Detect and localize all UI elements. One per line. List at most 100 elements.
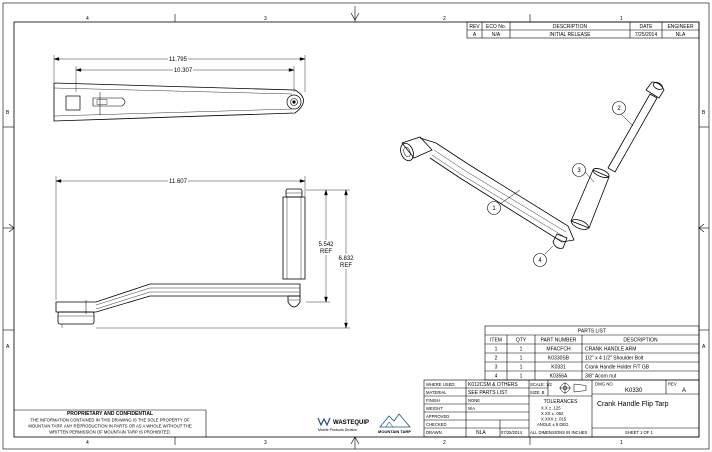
- parts-list-title: PARTS LIST: [578, 329, 606, 335]
- top-view: [53, 82, 304, 122]
- tb-title: Crank Handle Flip Tarp: [597, 401, 669, 408]
- tb-dwg-no-label: DWG NO.: [595, 382, 614, 387]
- dim-height-2-ref: REF: [340, 263, 352, 269]
- svg-text:1: 1: [492, 206, 496, 212]
- rev-header-engineer: ENGINEER: [667, 24, 694, 30]
- zone-top-3: 2: [443, 16, 446, 22]
- wastequip-logo: WASTEQUIP Mobile Products Division: [317, 417, 369, 432]
- zone-top-2: 3: [264, 16, 267, 22]
- tb-tolerance-3: X.XXX ± .015: [541, 417, 567, 422]
- svg-text:1: 1: [495, 347, 498, 353]
- svg-text:2: 2: [495, 356, 498, 362]
- svg-text:3: 3: [577, 168, 581, 174]
- tb-where-used: K012CSM & OTHERS: [468, 382, 518, 388]
- tb-sheet: SHEET 1 OF 1: [625, 430, 654, 435]
- svg-text:1: 1: [520, 374, 523, 380]
- svg-text:1: 1: [520, 356, 523, 362]
- zone-left-b: B: [6, 110, 10, 116]
- tb-rev-label: REV: [668, 382, 677, 387]
- svg-text:2: 2: [617, 106, 621, 112]
- dim-top-inner: 10.307: [174, 68, 193, 74]
- table-row: 2 1 K0330SB 1/2" x 4 1/2" Shoulder Bolt: [495, 356, 644, 362]
- title-block: WHERE USED: K012CSM & OTHERS MATERIAL SE…: [423, 379, 700, 438]
- svg-text:1: 1: [520, 365, 523, 371]
- balloon-leaders: [499, 111, 634, 255]
- proprietary-line-2: MOUNTAIN TARP. ANY REPRODUCTION IN PARTS…: [28, 424, 192, 429]
- proprietary-heading: PROPRIETARY AND CONFIDENTIAL: [67, 411, 153, 417]
- wastequip-subtitle: Mobile Products Division: [318, 428, 357, 432]
- svg-text:4: 4: [495, 374, 498, 380]
- svg-text:Crank Handle Holder F/T GB: Crank Handle Holder F/T GB: [585, 365, 650, 371]
- zone-top-1: 4: [86, 16, 89, 22]
- tb-material: SEE PARTS LIST: [468, 390, 508, 396]
- dim-height-2: 6.832: [338, 256, 354, 262]
- parts-header-part-number: PART NUMBER: [541, 338, 577, 344]
- parts-header-qty: QTY: [516, 338, 527, 344]
- wastequip-wordmark: WASTEQUIP: [333, 420, 369, 426]
- table-row: 1 1 MFACFCH CRANK HANDLE ARM: [495, 347, 637, 353]
- table-row: 4 1 K0356A 3/8" Acorn nut: [495, 374, 617, 380]
- zone-bottom-4: 1: [620, 440, 623, 446]
- tb-size: SIZE: B: [530, 390, 545, 395]
- svg-text:1: 1: [520, 347, 523, 353]
- tb-where-used-label: WHERE USED:: [426, 382, 456, 387]
- svg-text:CRANK HANDLE ARM: CRANK HANDLE ARM: [585, 347, 636, 353]
- isometric-view: [400, 81, 665, 249]
- svg-text:K0331: K0331: [551, 365, 566, 371]
- zone-ticks: [3, 14, 709, 445]
- rev-header-rev: REV: [469, 24, 480, 30]
- tb-scale: SCALE: 1/2: [530, 382, 553, 387]
- dim-height-1-ref: REF: [320, 249, 332, 255]
- dim-top-overall: 11.795: [169, 57, 188, 63]
- tb-material-label: MATERIAL: [426, 390, 447, 395]
- svg-text:1/2" x 4 1/2" Shoulder Bolt: 1/2" x 4 1/2" Shoulder Bolt: [585, 356, 644, 362]
- tb-drawn-date: 07/25/2014: [501, 430, 523, 435]
- svg-text:K0356A: K0356A: [550, 374, 568, 380]
- side-view-dimensions: [55, 176, 350, 329]
- side-view: [55, 188, 306, 328]
- tb-weight: N/A: [468, 406, 475, 411]
- tb-approved-label: APPROVED: [426, 414, 449, 419]
- balloon-3: 3: [572, 163, 586, 177]
- rev-header-date: DATE: [640, 24, 654, 30]
- proprietary-line-3: WRITTEN PERMISSION OF MOUNTAIN TARP IS P…: [49, 430, 171, 435]
- svg-text:3/8" Acorn nut: 3/8" Acorn nut: [585, 374, 617, 380]
- svg-text:K0330SB: K0330SB: [548, 356, 570, 362]
- parts-header-item: ITEM: [490, 338, 502, 344]
- zone-left-a: A: [6, 344, 10, 350]
- balloon-2: 2: [612, 101, 626, 115]
- dim-side-overall: 11.607: [169, 179, 188, 185]
- rev-cell-rev: A: [473, 32, 477, 38]
- rev-cell-eco: N/A: [492, 32, 501, 38]
- revision-block: REV ECO No. DESCRIPTION DATE ENGINEER A …: [466, 21, 700, 39]
- tb-weight-label: WEIGHT: [426, 406, 443, 411]
- tb-drawn-label: DRAWN: [426, 430, 442, 435]
- balloon-1: 1: [487, 201, 501, 215]
- tb-finish: NONE: [468, 398, 480, 403]
- rev-header-eco: ECO No.: [486, 24, 506, 30]
- tb-tolerances-title: TOLERANCES: [544, 399, 578, 405]
- tb-rev: A: [682, 388, 686, 394]
- tb-tolerance-1: X.X ± .125: [541, 406, 561, 411]
- tb-drawn-by: NLA: [476, 430, 486, 436]
- zone-bottom-3: 2: [443, 440, 446, 446]
- rev-header-description: DESCRIPTION: [553, 24, 588, 30]
- dim-height-1: 5.542: [318, 242, 334, 248]
- zone-right-b: B: [702, 110, 706, 116]
- tb-tolerance-2: X.XX ± .062: [541, 411, 564, 416]
- balloon-4: 4: [533, 253, 547, 267]
- parts-list: PARTS LIST ITEM QTY PART NUMBER DESCRIPT…: [484, 325, 700, 381]
- parts-header-description: DESCRIPTION: [623, 338, 658, 344]
- zone-bottom-2: 3: [264, 440, 267, 446]
- tb-tolerance-4: ANGLE ± 5 DEG.: [537, 422, 570, 427]
- table-row: 3 1 K0331 Crank Handle Holder F/T GB: [495, 365, 650, 371]
- svg-text:MFACFCH: MFACFCH: [546, 347, 571, 353]
- tb-dwg-no: K0330: [625, 388, 643, 394]
- proprietary-line-1: THE INFORMATION CONTAINED IN THIS DRAWIN…: [30, 418, 190, 423]
- rev-cell-description: INITIAL RELEASE: [549, 32, 591, 38]
- tb-checked-label: CHECKED: [426, 422, 446, 427]
- rev-cell-engineer: NLA: [676, 32, 686, 38]
- projection-symbol-icon: [559, 382, 587, 394]
